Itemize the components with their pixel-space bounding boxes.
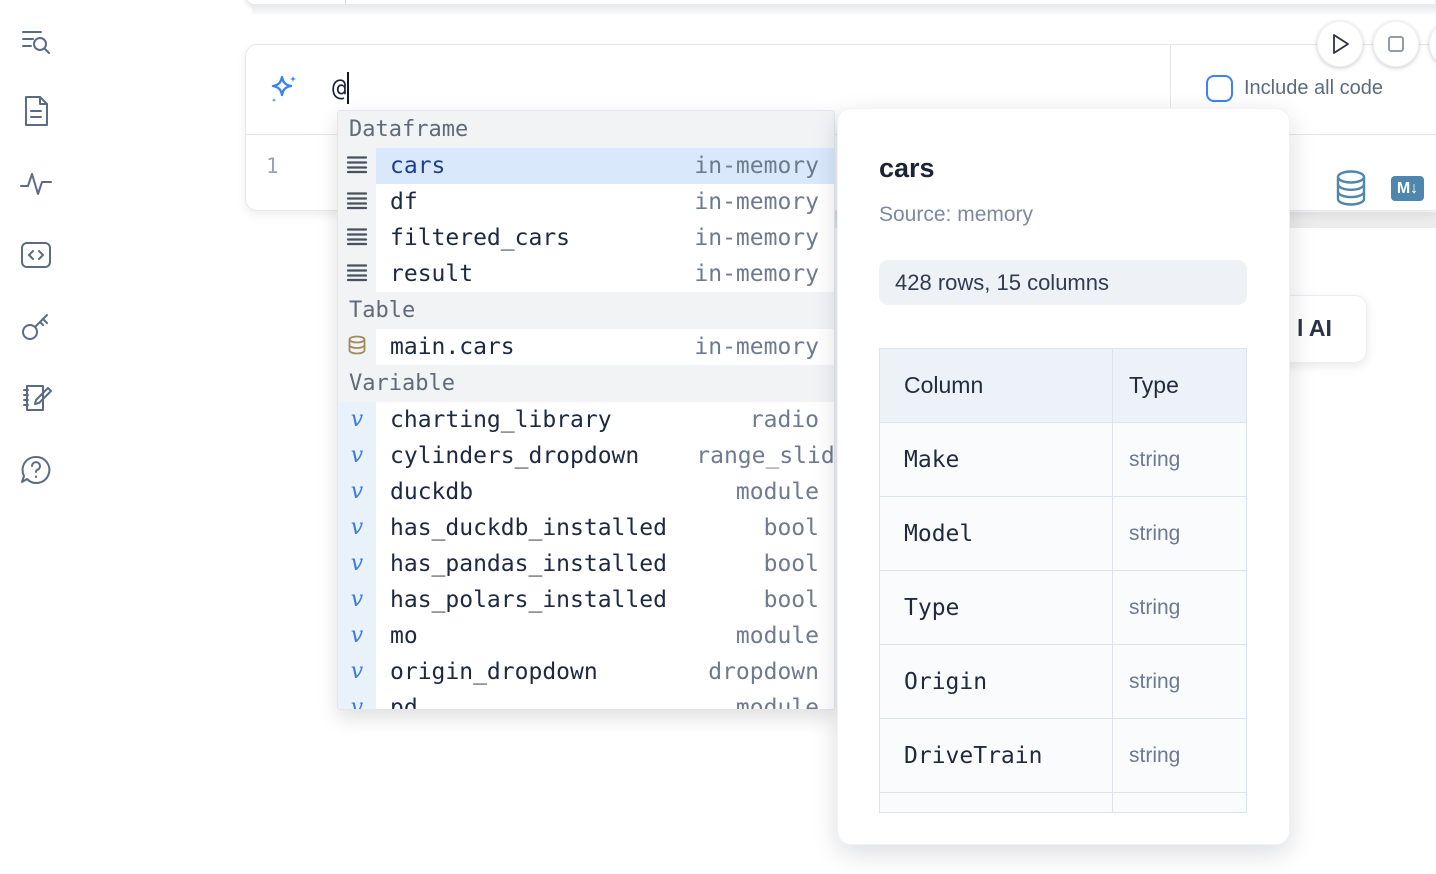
- variable-icon: v: [350, 407, 364, 432]
- stop-cell-button[interactable]: [1373, 21, 1419, 67]
- text-caret: [347, 72, 350, 104]
- scratchpad-icon[interactable]: [18, 380, 54, 416]
- schema-row: DriveTrain string: [880, 719, 1246, 793]
- panel-source: Source: memory: [879, 203, 1034, 226]
- variable-icon: v: [350, 515, 364, 540]
- activity-icon[interactable]: [18, 166, 54, 202]
- completion-item-filtered_cars[interactable]: filtered_cars in-memory: [338, 220, 834, 256]
- sql-cell-icon[interactable]: [1334, 169, 1368, 207]
- completion-item-has_polars_installed[interactable]: v has_polars_installed bool: [338, 582, 834, 618]
- key-icon[interactable]: [18, 308, 54, 344]
- variable-icon: v: [350, 479, 364, 504]
- column-header: Column: [880, 349, 1113, 423]
- variable-icon: v: [350, 623, 364, 648]
- completion-section-dataframe: Dataframe: [338, 111, 834, 148]
- stop-icon: [1388, 36, 1404, 52]
- database-icon: [347, 335, 367, 359]
- schema-row: Make string: [880, 423, 1246, 497]
- schema-table: Column Type Make string Model string Typ…: [879, 348, 1247, 813]
- completion-item-pd[interactable]: v pd module: [338, 690, 834, 710]
- dataframe-icon: [346, 155, 368, 178]
- previous-cell-shadow: [252, 5, 1436, 14]
- completion-item-result[interactable]: result in-memory: [338, 256, 834, 292]
- completion-item-duckdb[interactable]: v duckdb module: [338, 474, 834, 510]
- completion-section-variable: Variable: [338, 365, 834, 402]
- markdown-cell-icon[interactable]: M↓: [1391, 176, 1424, 201]
- include-all-code-label: Include all code: [1244, 77, 1383, 99]
- variable-icon: v: [350, 659, 364, 684]
- dataframe-icon: [346, 191, 368, 214]
- schema-row: Type string: [880, 571, 1246, 645]
- dataframe-icon: [346, 263, 368, 286]
- ai-action-label: l AI: [1297, 315, 1332, 341]
- schema-header-row: Column Type: [880, 349, 1246, 423]
- ai-sparkle-icon: [268, 74, 300, 106]
- completion-item-has_duckdb_installed[interactable]: v has_duckdb_installed bool: [338, 510, 834, 546]
- variable-icon: v: [350, 551, 364, 576]
- completion-dropdown: Dataframe cars in-memory df in-memory fi…: [337, 110, 835, 710]
- completion-item-df[interactable]: df in-memory: [338, 184, 834, 220]
- dataframe-preview-panel: cars Source: memory 428 rows, 15 columns…: [837, 108, 1290, 845]
- type-header: Type: [1113, 349, 1246, 423]
- variable-icon: v: [350, 695, 364, 710]
- document-icon[interactable]: [18, 93, 54, 129]
- variable-icon: v: [350, 587, 364, 612]
- completion-item-has_pandas_installed[interactable]: v has_pandas_installed bool: [338, 546, 834, 582]
- completion-item-cylinders_dropdown[interactable]: v cylinders_dropdown range_slider: [338, 438, 834, 474]
- variable-icon: v: [350, 443, 364, 468]
- completion-section-table: Table: [338, 292, 834, 329]
- toc-search-icon[interactable]: [18, 24, 54, 60]
- schema-row: Model string: [880, 497, 1246, 571]
- previous-cell-gutter-divider: [345, 0, 346, 5]
- schema-row-clipped: [880, 793, 1246, 812]
- completion-item-cars[interactable]: cars in-memory: [338, 148, 834, 184]
- schema-row: Origin string: [880, 645, 1246, 719]
- completion-item-main-cars[interactable]: main.cars in-memory: [338, 329, 834, 365]
- run-cell-button[interactable]: [1317, 21, 1363, 67]
- ai-prompt-value: @: [332, 74, 347, 102]
- include-all-code-checkbox[interactable]: [1206, 75, 1233, 102]
- ai-prompt-input[interactable]: @: [332, 72, 350, 104]
- completion-item-mo[interactable]: v mo module: [338, 618, 834, 654]
- rows-columns-badge: 428 rows, 15 columns: [879, 260, 1247, 305]
- line-number: 1: [266, 154, 279, 178]
- dataframe-icon: [346, 227, 368, 250]
- completion-item-origin_dropdown[interactable]: v origin_dropdown dropdown: [338, 654, 834, 690]
- panel-title: cars: [879, 153, 935, 183]
- help-chat-icon[interactable]: [18, 452, 54, 488]
- code-snippets-icon[interactable]: [18, 237, 54, 273]
- completion-item-charting_library[interactable]: v charting_library radio: [338, 402, 834, 438]
